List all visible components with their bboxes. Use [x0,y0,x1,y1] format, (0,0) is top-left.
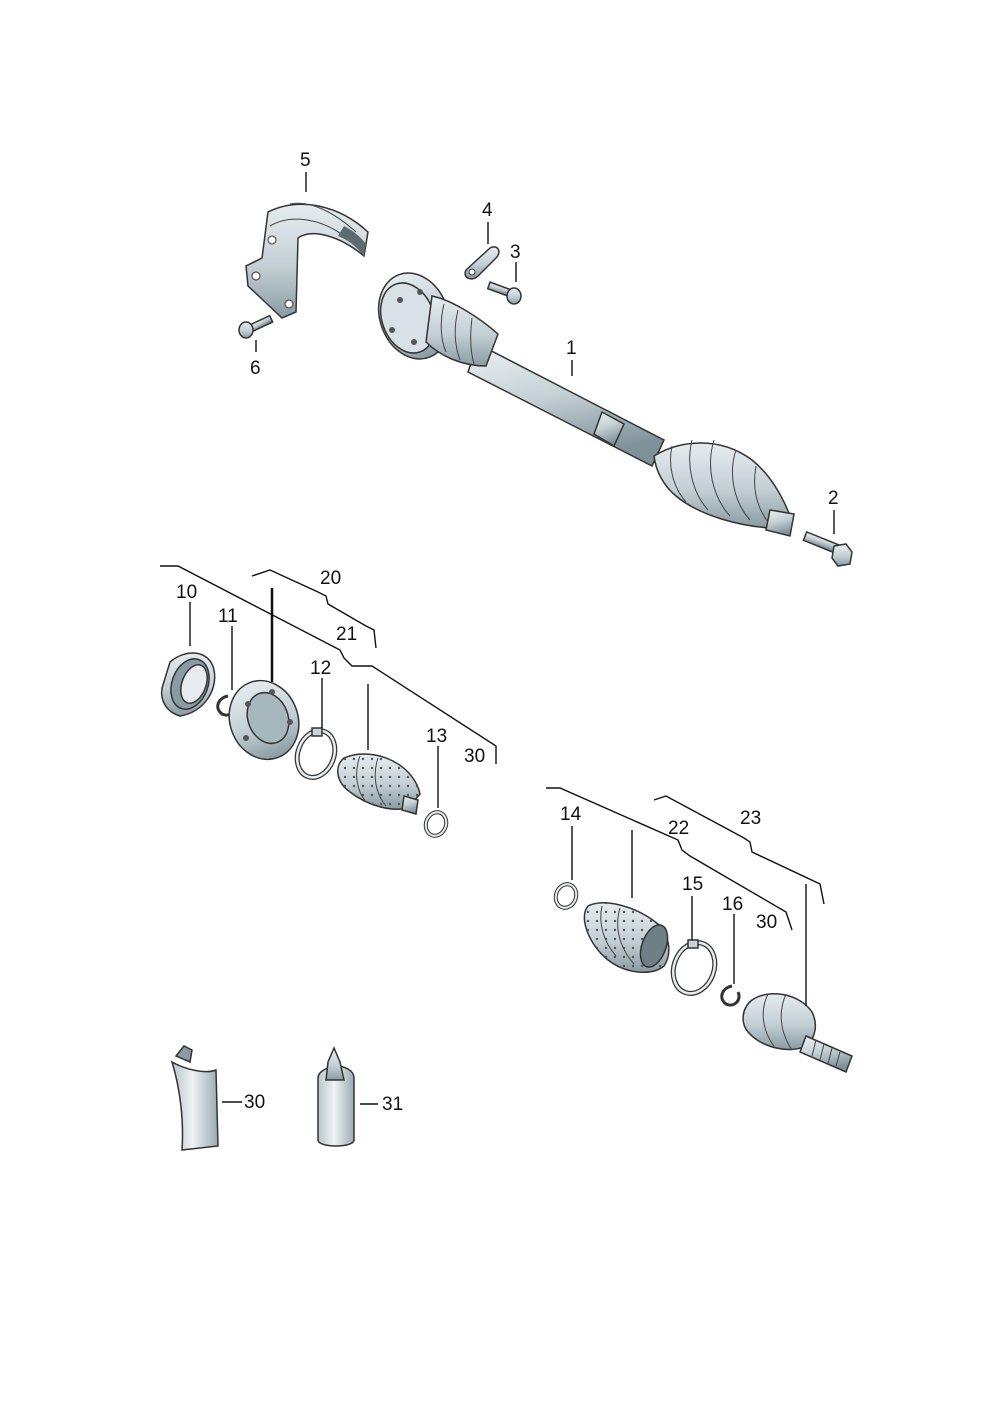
sealant-bottle-part [317,1046,355,1147]
callout-6: 6 [250,358,261,379]
bracket-lines [160,565,825,931]
callout-4: 4 [482,200,493,221]
flange-joint-part [228,679,300,761]
callout-3: 3 [510,242,521,263]
callout-21: 21 [336,624,357,645]
locking-plate-part [464,246,500,280]
callout-31: 31 [382,1094,403,1115]
screw-part-6 [238,314,274,339]
callout-13: 13 [426,726,447,747]
inner-joint-kit [160,652,449,838]
bolt-part-3 [486,281,522,305]
drive-shaft-assembly [377,272,795,537]
leader-lines [189,172,835,1105]
grease-tube-part [170,1045,219,1151]
callout-30-inner-kit: 30 [464,746,485,767]
inner-boot-part [337,753,421,815]
callout-15: 15 [682,874,703,895]
outer-joint-kit [553,882,853,1074]
callout-16: 16 [722,894,743,915]
callout-22: 22 [668,818,689,839]
callout-23: 23 [740,808,761,829]
circlip-part-16 [720,984,741,1007]
callout-10: 10 [176,582,197,603]
callout-1: 1 [566,338,577,359]
callout-14: 14 [560,804,582,825]
clamp-part-13 [423,810,449,838]
outer-cv-joint-part [742,993,853,1074]
callout-labels: 5 6 4 3 1 2 20 10 11 21 12 13 30 14 23 2… [176,150,839,1115]
heat-shield-part [245,202,369,319]
callout-5: 5 [300,150,311,171]
outer-boot-part [583,902,670,973]
clamp-part-12 [294,727,338,780]
callout-11: 11 [218,606,238,627]
callout-12: 12 [310,658,331,679]
callout-20: 20 [320,568,341,589]
callout-30-outer-kit: 30 [756,912,777,933]
callout-30-grease: 30 [244,1092,265,1113]
clamp-part-15 [670,939,718,996]
hex-bolt-part-2 [802,530,853,567]
clamp-part-14 [553,882,579,910]
callout-2: 2 [828,488,839,509]
cap-part-10 [160,652,216,717]
